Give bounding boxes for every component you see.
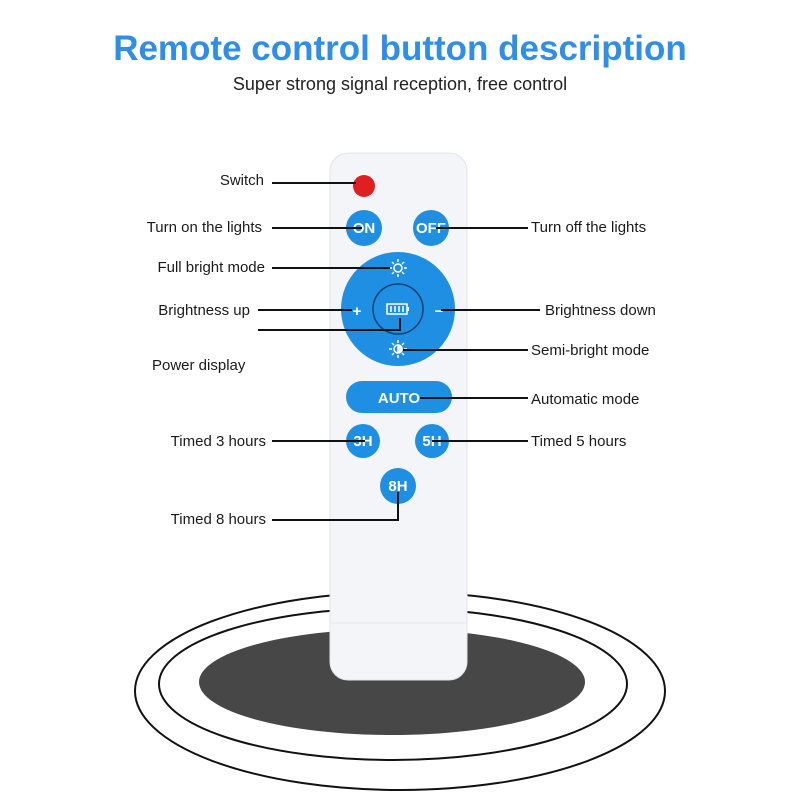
- auto-button[interactable]: [346, 381, 452, 413]
- on-button[interactable]: [346, 210, 382, 246]
- off-button-label: OFF: [416, 220, 446, 237]
- full-bright-icon[interactable]: [389, 259, 407, 277]
- timer-8h-label: 8H: [388, 478, 407, 495]
- label-timed-5: Timed 5 hours: [531, 433, 626, 450]
- label-power-display: Power display: [152, 357, 246, 374]
- label-auto: Automatic mode: [531, 391, 639, 408]
- subtitle: Super strong signal reception, free cont…: [233, 74, 567, 94]
- timer-8h-button[interactable]: [380, 468, 416, 504]
- brightness-up-button[interactable]: +: [353, 303, 362, 320]
- label-brightness-down: Brightness down: [545, 302, 656, 319]
- label-timed-3: Timed 3 hours: [171, 433, 266, 450]
- label-semi-bright: Semi-bright mode: [531, 342, 649, 359]
- label-brightness-up: Brightness up: [158, 302, 250, 319]
- page-title: Remote control button description: [113, 29, 687, 68]
- label-switch: Switch: [220, 172, 264, 189]
- label-off: Turn off the lights: [531, 219, 646, 236]
- off-button[interactable]: [413, 210, 449, 246]
- battery-icon: [386, 303, 409, 315]
- power-display-button[interactable]: [372, 283, 424, 335]
- leader-lines: [258, 182, 540, 521]
- label-on: Turn on the lights: [147, 219, 262, 236]
- brightness-down-button[interactable]: −: [435, 303, 444, 320]
- switch-button[interactable]: [353, 175, 375, 197]
- on-button-label: ON: [353, 220, 376, 237]
- label-full-bright: Full bright mode: [157, 259, 265, 276]
- auto-button-label: AUTO: [378, 390, 421, 407]
- base-shadow: [199, 629, 585, 735]
- label-timed-8: Timed 8 hours: [171, 511, 266, 528]
